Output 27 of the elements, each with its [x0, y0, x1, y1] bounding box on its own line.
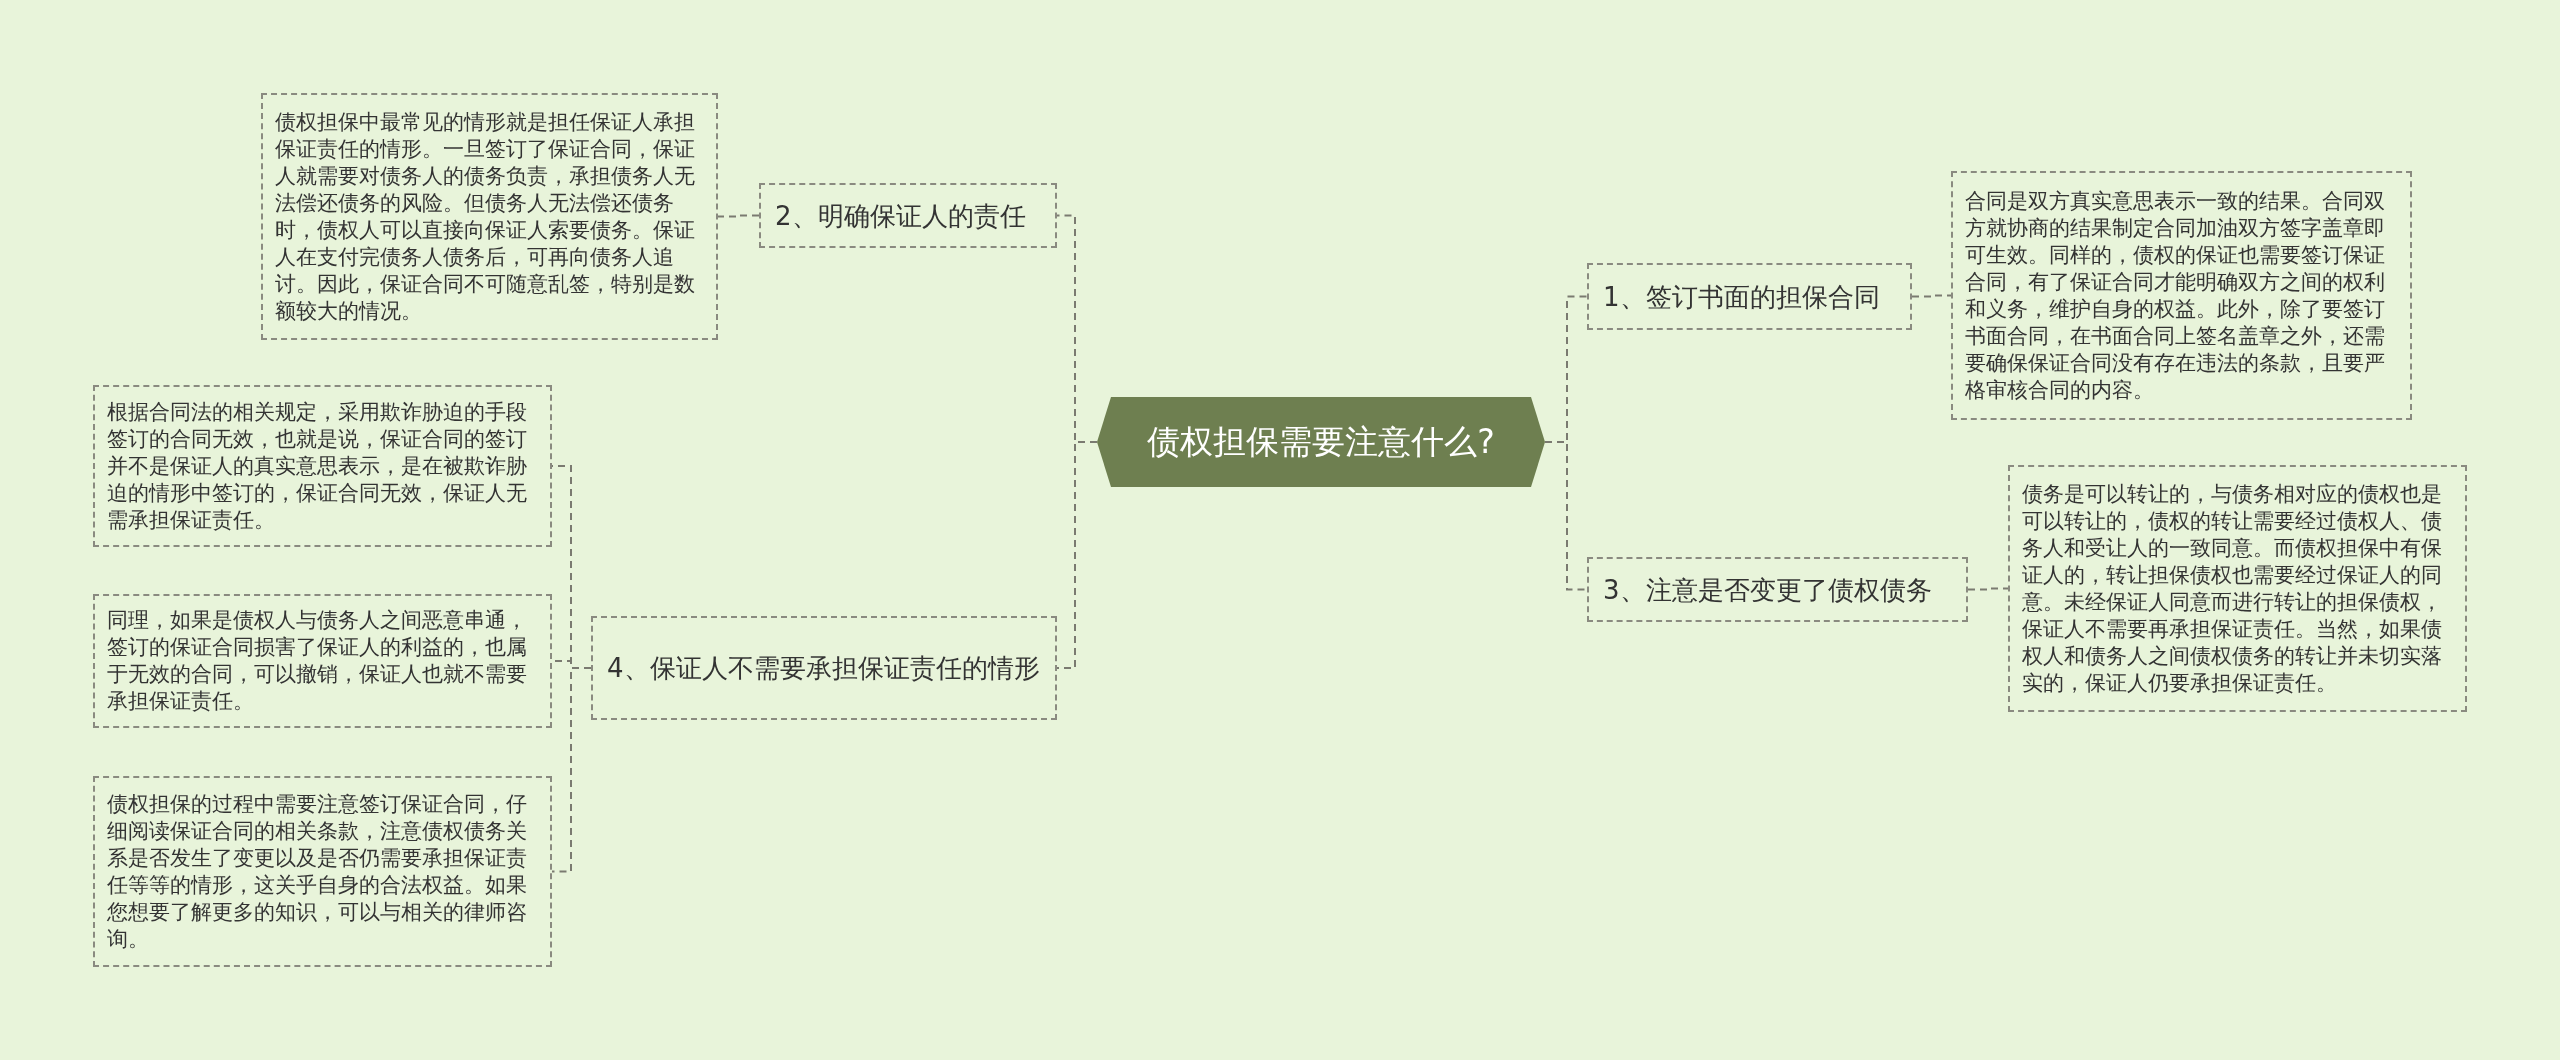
- note-text: 债权担保中最常见的情形就是担任保证人承担保证责任的情形。一旦签订了保证合同，保证人就需要对债务人的债务负责，承担债务人无法偿还债务的风险。但债务人无法偿还债务时，债权人可以直接向保证人索要债务。保证人在支付完债务人债务后，可再向债务人追讨。因此，保证合同不可随意乱签，特别是数额较大的情况。: [275, 108, 696, 325]
- note-box: [93, 776, 552, 967]
- connector-line: [551, 667, 592, 873]
- connector-line: [1967, 587, 2009, 591]
- note-box: [1951, 171, 2412, 420]
- branch-topic-text: 3、注意是否变更了债权债务: [1603, 573, 1932, 607]
- note-text: 债务是可以转让的，与债务相对应的债权也是可以转让的，债权的转让需要经过债权人、债务人和受让人的一致同意。而债权担保中有保证人的，转让担保债权也需要经过保证人的同意。未经保证人同意而进行转让的担保债权，保证人不需要再承担保证责任。当然，如果债权人和债务人之间债权债务的转让并未切实落实的，保证人仍要承担保证责任。: [2022, 480, 2443, 697]
- branch-topic-text: 2、明确保证人的责任: [775, 199, 1026, 233]
- note-box: [93, 385, 552, 547]
- note-text: 债权担保的过程中需要注意签订保证合同，仔细阅读保证合同的相关条款，注意债权债务关系是否发生了变更以及是否仍需要承担保证责任等等的情形，这关乎自身的合法权益。如果您想要了解更多的知识，可以与相关的律师咨询。: [107, 790, 528, 953]
- note-box: [261, 93, 718, 340]
- note-text: 合同是双方真实意思表示一致的结果。合同双方就协商的结果制定合同加油双方签字盖章即可生效。同样的，债权的保证也需要签订保证合同，有了保证合同才能明确双方之间的权利和义务，维护自身的权益。此外，除了要签订书面合同，在书面合同上签名盖章之外，还需要确保保证合同没有存在违法的条款，且要严格审核合同的内容。: [1965, 187, 2386, 404]
- branch-topic-text: 4、保证人不需要承担保证责任的情形: [607, 652, 1040, 685]
- connector-line: [1911, 294, 1952, 298]
- note-text: 同理，如果是债权人与债务人之间恶意串通，签订的保证合同损害了保证人的利益的，也属于无效的合同，可以撤销，保证人也就不需要承担保证责任。: [107, 607, 528, 715]
- note-box: [93, 594, 552, 728]
- branch-topic-box: [591, 616, 1057, 720]
- branch-topic-text: 1、签订书面的担保合同: [1603, 280, 1880, 314]
- central-topic-text: 债权担保需要注意什么?: [1147, 422, 1495, 462]
- note-box: [2008, 465, 2467, 712]
- branch-topic-box: [1587, 557, 1968, 622]
- connector-line: [717, 214, 760, 218]
- connector-line: [1544, 441, 1588, 591]
- note-text: 根据合同法的相关规定，采用欺诈胁迫的手段签订的合同无效，也就是说，保证合同的签订并不是保证人的真实意思表示，是在被欺诈胁迫的情形中签订的，保证合同无效，保证人无需承担保证责任。: [107, 398, 528, 534]
- branch-topic-box: [1587, 263, 1912, 330]
- connector-line: [1056, 441, 1098, 669]
- branch-topic-box: [759, 183, 1057, 248]
